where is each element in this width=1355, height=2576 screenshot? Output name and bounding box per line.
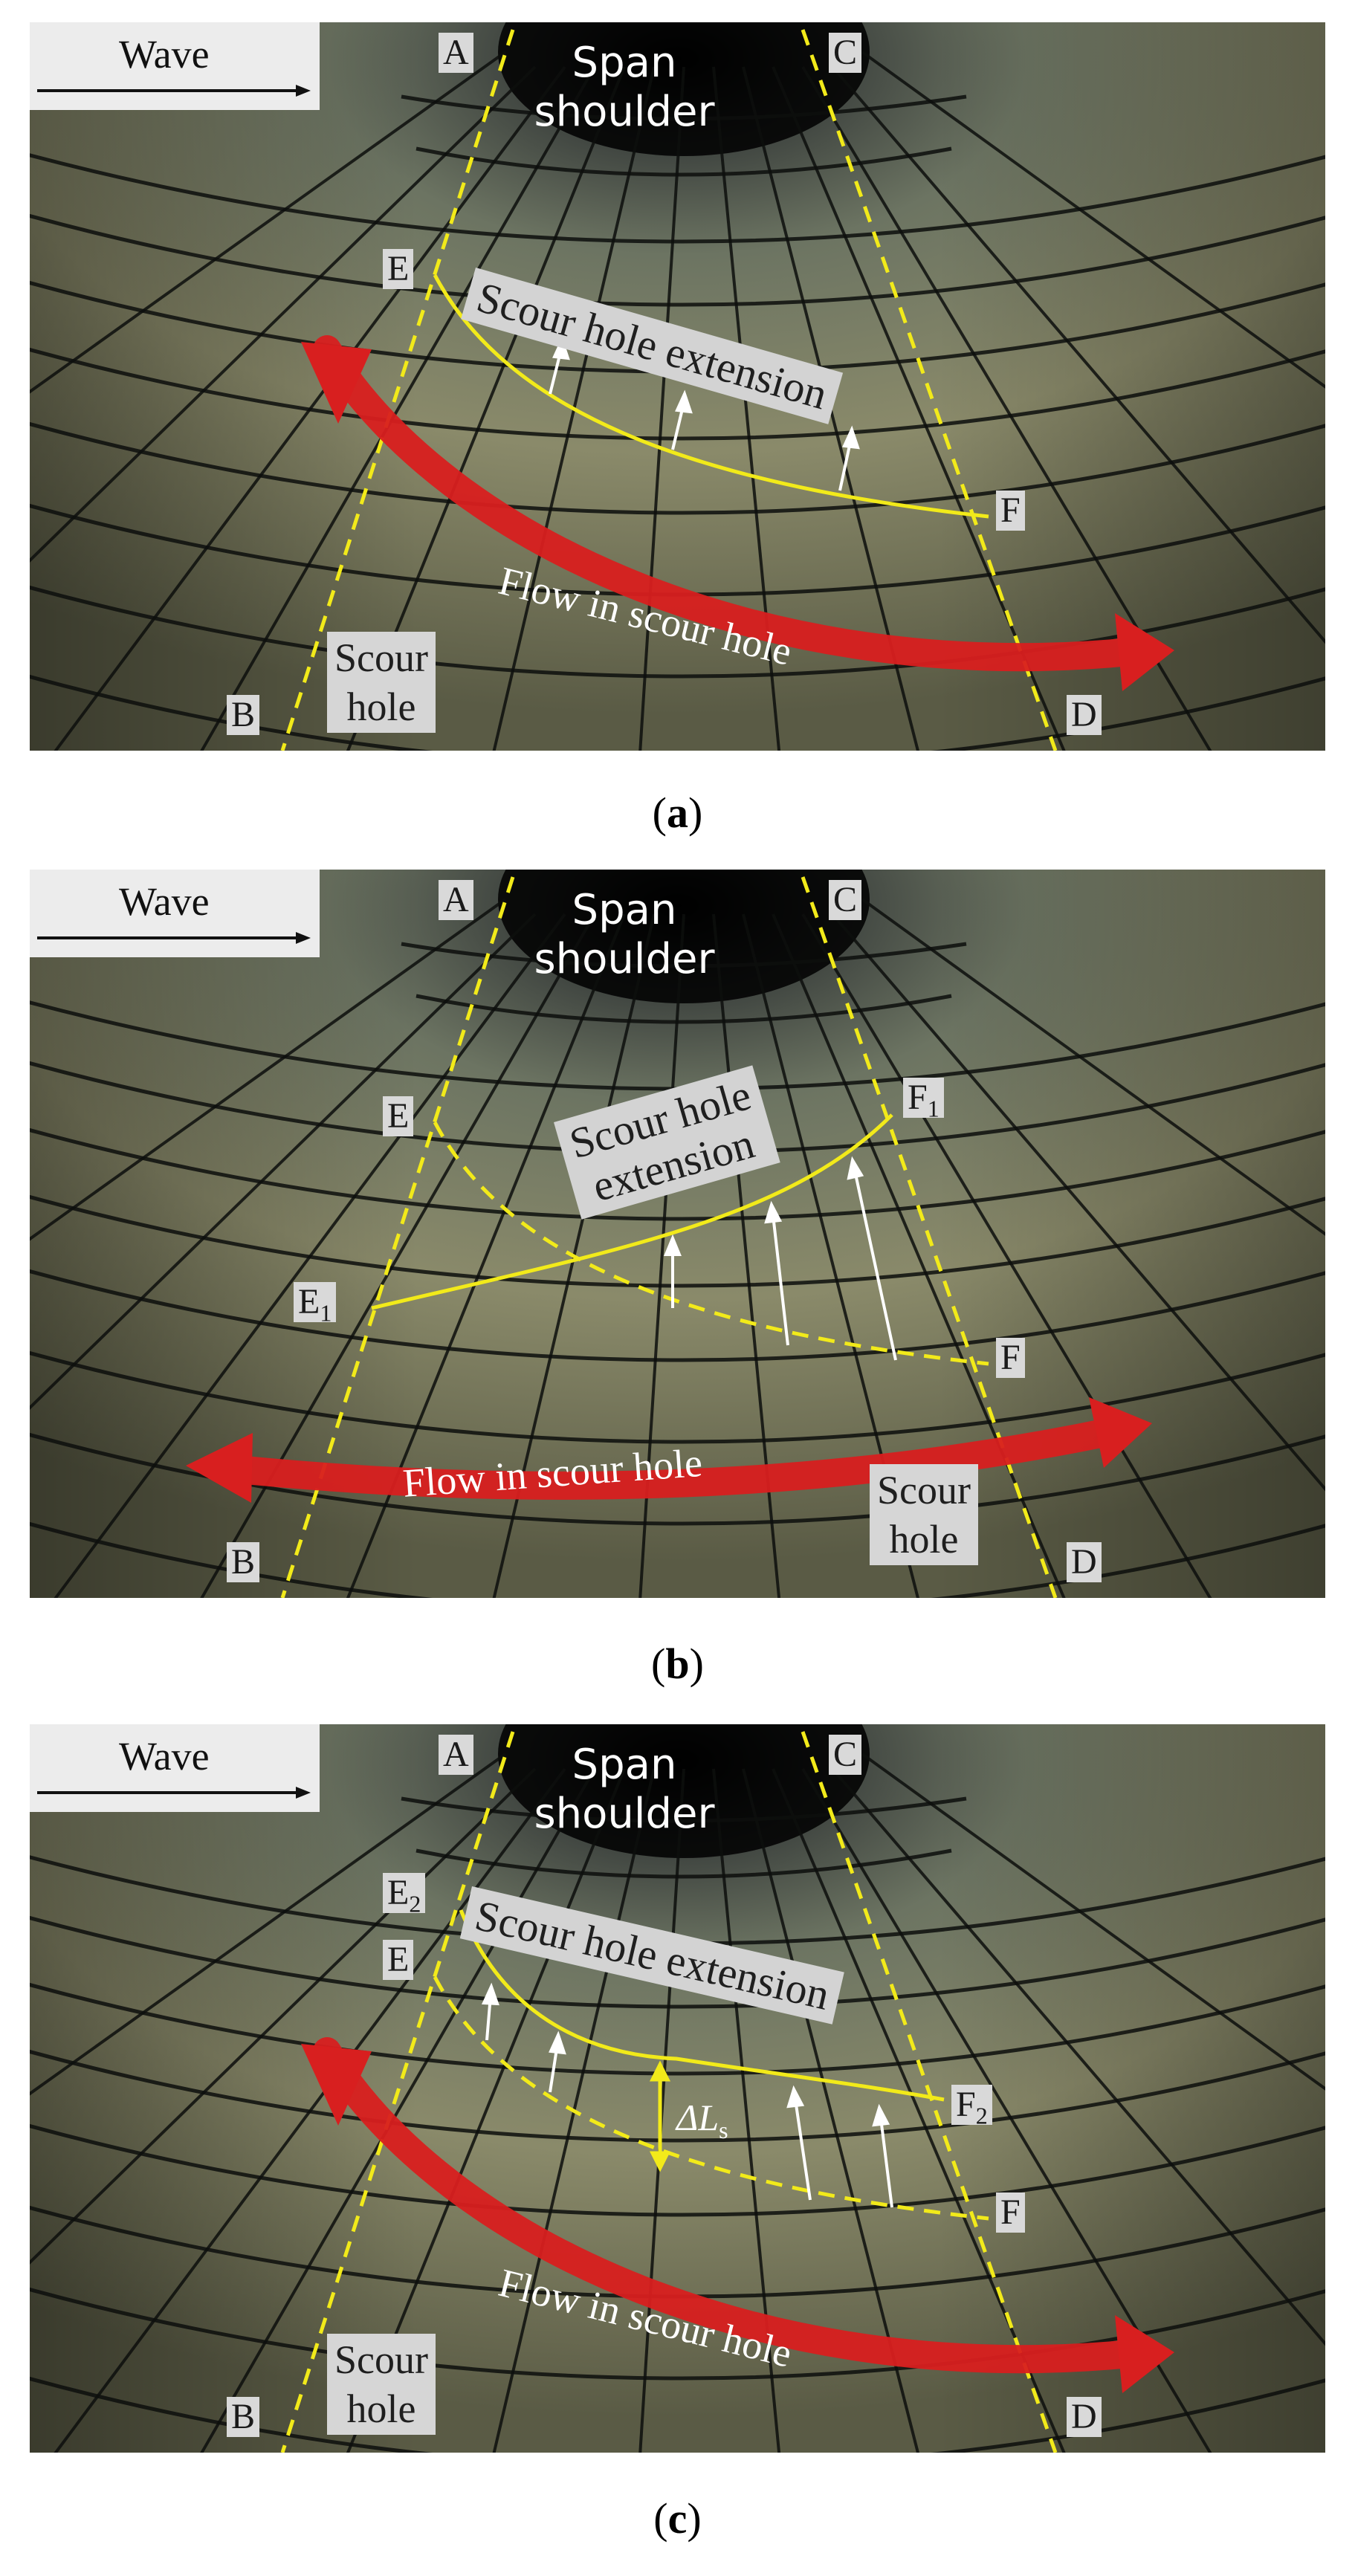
- extension-arrows-c: [481, 1982, 893, 2208]
- flow-arrow-b: [209, 1417, 1129, 1500]
- point-label-c-D: D: [1067, 2397, 1102, 2437]
- delta-ls-arrow-c: [649, 2060, 671, 2172]
- wave-arrow-icon-c: [37, 1787, 311, 1799]
- point-label-c-F2: F2: [951, 2085, 992, 2128]
- previous-scour-edge-b: [433, 1121, 989, 1366]
- photo-background-c: [30, 1724, 1325, 2453]
- point-label-c-E2: E2: [383, 1873, 426, 1916]
- extension-arrows-b: [664, 1156, 897, 1361]
- scour-hole-line2-a: hole: [346, 685, 416, 729]
- wave-arrow-icon-a: [37, 85, 311, 97]
- span-shoulder-label-c: Span shoulder: [534, 1741, 715, 1838]
- scour-hole-label-a: Scour hole: [327, 632, 436, 733]
- caption-a: (a): [652, 789, 703, 837]
- point-label-b-F1-main: F: [908, 1078, 928, 1117]
- scour-edge-line-a: [433, 274, 989, 519]
- point-label-a-D: D: [1067, 695, 1102, 735]
- point-label-c-E: E: [383, 1940, 414, 1980]
- wave-label-a: Wave: [119, 32, 210, 77]
- scour-edge-line-b: [371, 1113, 893, 1310]
- point-label-b-A: A: [439, 880, 473, 920]
- caption-b: (b): [651, 1640, 704, 1688]
- photo-panel-c: Wave Span shoulder A C E2 E F2 F B D Sco…: [30, 1724, 1325, 2453]
- scour-hole-label-c: Scour hole: [327, 2334, 436, 2435]
- caption-letter-a: a: [667, 789, 688, 837]
- photo-panel-b: Wave Span shoulder A C E F1 E1 F B D Sco…: [30, 870, 1325, 1598]
- point-label-c-B: B: [227, 2397, 260, 2437]
- scour-hole-line1-b: Scour: [877, 1468, 971, 1512]
- point-label-a-F: F: [996, 491, 1025, 531]
- point-label-b-E1-main: E: [298, 1282, 320, 1321]
- boundary-lines-a: [280, 29, 1058, 751]
- wave-box-c: Wave: [30, 1724, 320, 1812]
- point-label-a-B: B: [227, 695, 260, 735]
- previous-scour-edge-c: [433, 1975, 989, 2221]
- point-label-c-C: C: [829, 1735, 862, 1775]
- point-label-a-C: C: [829, 33, 862, 73]
- point-label-b-F: F: [996, 1338, 1025, 1378]
- point-label-b-E: E: [383, 1096, 414, 1136]
- scour-hole-line2-b: hole: [889, 1517, 959, 1562]
- caption-c: (c): [653, 2494, 702, 2543]
- flow-arrow-a: [313, 335, 1159, 672]
- point-label-b-B: B: [227, 1542, 260, 1582]
- point-label-b-C: C: [829, 880, 862, 920]
- wave-label-b: Wave: [119, 879, 210, 924]
- delta-ls-sub-c: s: [719, 2117, 728, 2143]
- boundary-lines-c: [280, 1731, 1058, 2453]
- point-label-c-F2-main: F: [956, 2085, 976, 2124]
- point-label-c-F2-sub: 2: [975, 2102, 988, 2129]
- point-label-b-F1: F1: [903, 1078, 944, 1121]
- scour-hole-line1-a: Scour: [334, 635, 428, 680]
- flow-arrow-c: [313, 2037, 1159, 2374]
- caption-letter-b: b: [665, 1640, 690, 1688]
- wave-box-b: Wave: [30, 870, 320, 957]
- span-shoulder-label-b: Span shoulder: [534, 886, 715, 983]
- photo-background-b: [30, 870, 1325, 1598]
- span-shoulder-label-a: Span shoulder: [534, 39, 715, 136]
- point-label-c-E2-main: E: [387, 1873, 410, 1912]
- point-label-c-E2-sub: 2: [409, 1890, 421, 1918]
- point-label-b-E1-sub: 1: [320, 1299, 332, 1327]
- scour-hole-line1-c: Scour: [334, 2337, 428, 2382]
- point-label-c-A: A: [439, 1735, 473, 1775]
- wave-label-c: Wave: [119, 1734, 210, 1779]
- point-label-b-E1: E1: [294, 1282, 337, 1325]
- point-label-c-F: F: [996, 2192, 1025, 2233]
- point-label-b-D: D: [1067, 1542, 1102, 1582]
- delta-ls-label-c: ΔLs: [676, 2096, 728, 2144]
- scour-hole-line2-c: hole: [346, 2386, 416, 2431]
- extension-arrows-a: [549, 336, 860, 491]
- point-label-a-E: E: [383, 249, 414, 289]
- wave-arrow-icon-b: [37, 932, 311, 944]
- photo-panel-a: Wave Span shoulder A C E F B D Scour hol…: [30, 22, 1325, 751]
- scour-hole-label-b: Scour hole: [870, 1464, 978, 1565]
- point-label-b-F1-sub: 1: [927, 1095, 940, 1122]
- wave-box-a: Wave: [30, 22, 320, 110]
- delta-ls-main-c: ΔL: [676, 2097, 719, 2138]
- photo-background-a: [30, 22, 1325, 751]
- scour-edge-line-c: [459, 1909, 945, 2102]
- point-label-a-A: A: [439, 33, 473, 73]
- caption-letter-c: c: [667, 2494, 688, 2543]
